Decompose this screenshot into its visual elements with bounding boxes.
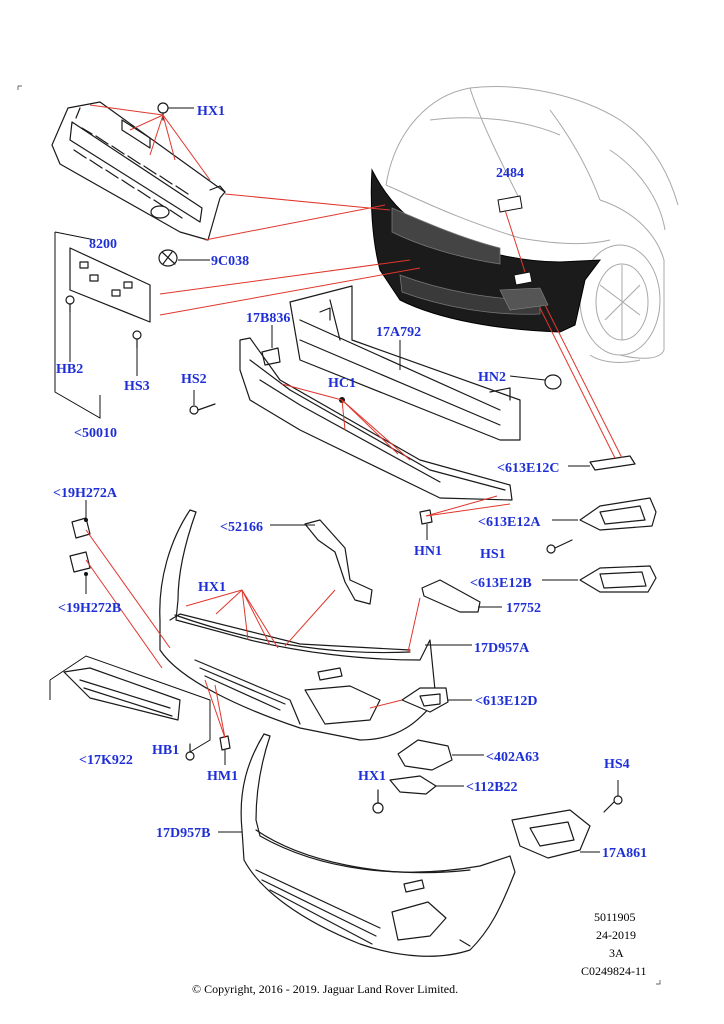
label-hx1-mid: HX1 [198, 580, 226, 595]
nut-hm1-part [219, 735, 231, 765]
bumper-cover-upper-part [159, 509, 472, 741]
bolt-hb1-part [185, 743, 195, 761]
bezel-613e12d-part [401, 687, 472, 713]
label-hb2: HB2 [56, 362, 83, 377]
ref-number: 5011905 [594, 910, 636, 924]
ref-revision: 3A [609, 946, 624, 960]
screw-hs1-part [546, 539, 573, 554]
nut-hn1-part [419, 509, 433, 540]
screw-hx1-top-part [157, 102, 194, 121]
label-17d957a: 17D957A [474, 641, 530, 656]
screw-hs2-part [189, 390, 216, 415]
bracket-613e12c-part [568, 455, 636, 471]
reference-block: 5011905 24-2019 3A C0249824-11 [581, 910, 647, 978]
label-17752: 17752 [506, 601, 541, 616]
label-hc1: HC1 [328, 376, 356, 391]
bezel-613e12a-part [552, 497, 657, 531]
label-hb1: HB1 [152, 743, 179, 758]
brackets-19h272-part [69, 500, 91, 594]
corner-mark-bottom [656, 980, 661, 985]
energy-absorber-part [239, 325, 513, 501]
label-402a63: <402A63 [486, 750, 539, 765]
vehicle-front-illustration [370, 86, 679, 363]
license-plate-bracket-part [54, 231, 151, 419]
label-hn2: HN2 [478, 370, 506, 385]
clip-9c038-part [158, 249, 210, 267]
label-17d957b: 17D957B [156, 826, 210, 841]
leader-lines [85, 104, 623, 739]
label-52166: <52166 [220, 520, 263, 535]
label-hm1: HM1 [207, 769, 238, 784]
label-50010: <50010 [74, 426, 117, 441]
label-17b836: 17B836 [246, 311, 290, 326]
label-hx1-top: HX1 [197, 104, 225, 119]
trim-112b22-part [372, 775, 464, 814]
fasteners-hb2-hs3 [65, 295, 142, 376]
bumper-cover-lower-part [218, 733, 516, 957]
callout-labels: HX1 8200 9C038 2484 HB2 HS3 <50010 17B83… [53, 104, 647, 861]
label-hs4: HS4 [604, 757, 630, 772]
nut-hn2-part [509, 374, 562, 390]
label-17a861: 17A861 [602, 846, 647, 861]
label-19h272a: <19H272A [53, 486, 118, 501]
label-hs1: HS1 [480, 547, 506, 562]
bracket-52166-part [270, 519, 373, 605]
copyright-text: © Copyright, 2016 - 2019. Jaguar Land Ro… [192, 982, 458, 996]
ref-code: C0249824-11 [581, 964, 647, 978]
label-19h272b: <19H272B [58, 601, 121, 616]
label-2484: 2484 [496, 166, 524, 181]
bracket-17752-part [421, 579, 502, 613]
bezel-613e12b-part [542, 565, 657, 593]
label-hs3: HS3 [124, 379, 150, 394]
label-hx1-low: HX1 [358, 769, 386, 784]
label-hs2: HS2 [181, 372, 207, 387]
label-hn1: HN1 [414, 544, 442, 559]
grille-part [51, 101, 226, 241]
label-613e12d: <613E12D [475, 694, 537, 709]
ref-date: 24-2019 [596, 928, 636, 942]
label-9c038: 9C038 [211, 254, 249, 269]
label-8200: 8200 [89, 237, 117, 252]
label-613e12a: <613E12A [478, 515, 541, 530]
label-17a792: 17A792 [376, 325, 421, 340]
reinforcement-beam-part [289, 285, 521, 441]
label-613e12b: <613E12B [470, 576, 532, 591]
label-112b22: <112B22 [466, 780, 518, 795]
bracket-17a861-part [511, 809, 600, 859]
label-17k922: <17K922 [79, 753, 133, 768]
trim-17k922-part [49, 655, 211, 753]
screw-hs4-part [603, 780, 623, 813]
corner-mark [17, 85, 22, 90]
bracket-402a63-part [397, 739, 484, 771]
label-613e12c: <613E12C [497, 461, 559, 476]
